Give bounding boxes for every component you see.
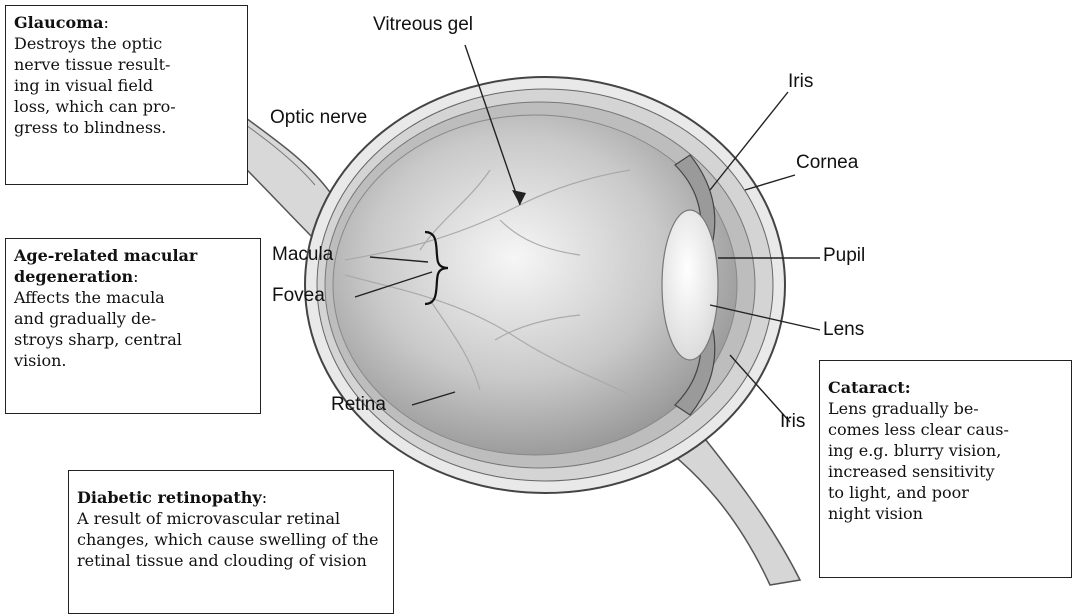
amd-box: Age-related macular degeneration: Affect… bbox=[5, 238, 261, 414]
glaucoma-title-suffix: : bbox=[103, 13, 108, 32]
diabetic-title: Diabetic retinopathy bbox=[77, 488, 262, 507]
label-vitreous-gel: Vitreous gel bbox=[373, 14, 473, 36]
glaucoma-body: Destroys the optic nerve tissue result- … bbox=[14, 33, 239, 138]
diabetic-title-suffix: : bbox=[262, 488, 267, 507]
label-optic-nerve: Optic nerve bbox=[270, 107, 367, 129]
amd-title: Age-related macular degeneration bbox=[14, 246, 197, 286]
cataract-box: Cataract: Lens gradually be- comes less … bbox=[819, 360, 1072, 578]
label-cornea: Cornea bbox=[796, 152, 858, 174]
amd-body: Affects the macula and gradually de- str… bbox=[14, 287, 252, 371]
label-iris-bottom: Iris bbox=[780, 411, 805, 433]
label-macula: Macula bbox=[272, 244, 333, 266]
label-lens: Lens bbox=[823, 319, 864, 341]
lens-shape bbox=[662, 210, 718, 360]
label-pupil: Pupil bbox=[823, 245, 865, 267]
diabetic-body: A result of microvascular retinal change… bbox=[77, 508, 385, 571]
label-iris-top: Iris bbox=[788, 71, 813, 93]
glaucoma-box: Glaucoma: Destroys the optic nerve tissu… bbox=[5, 5, 248, 185]
glaucoma-title: Glaucoma bbox=[14, 13, 103, 32]
label-retina: Retina bbox=[331, 394, 386, 416]
diabetic-box: Diabetic retinopathy: A result of microv… bbox=[68, 470, 394, 614]
cataract-title: Cataract: bbox=[828, 378, 911, 397]
amd-title-suffix: : bbox=[133, 267, 138, 286]
cataract-body: Lens gradually be- comes less clear caus… bbox=[828, 398, 1063, 524]
label-fovea: Fovea bbox=[272, 285, 325, 307]
